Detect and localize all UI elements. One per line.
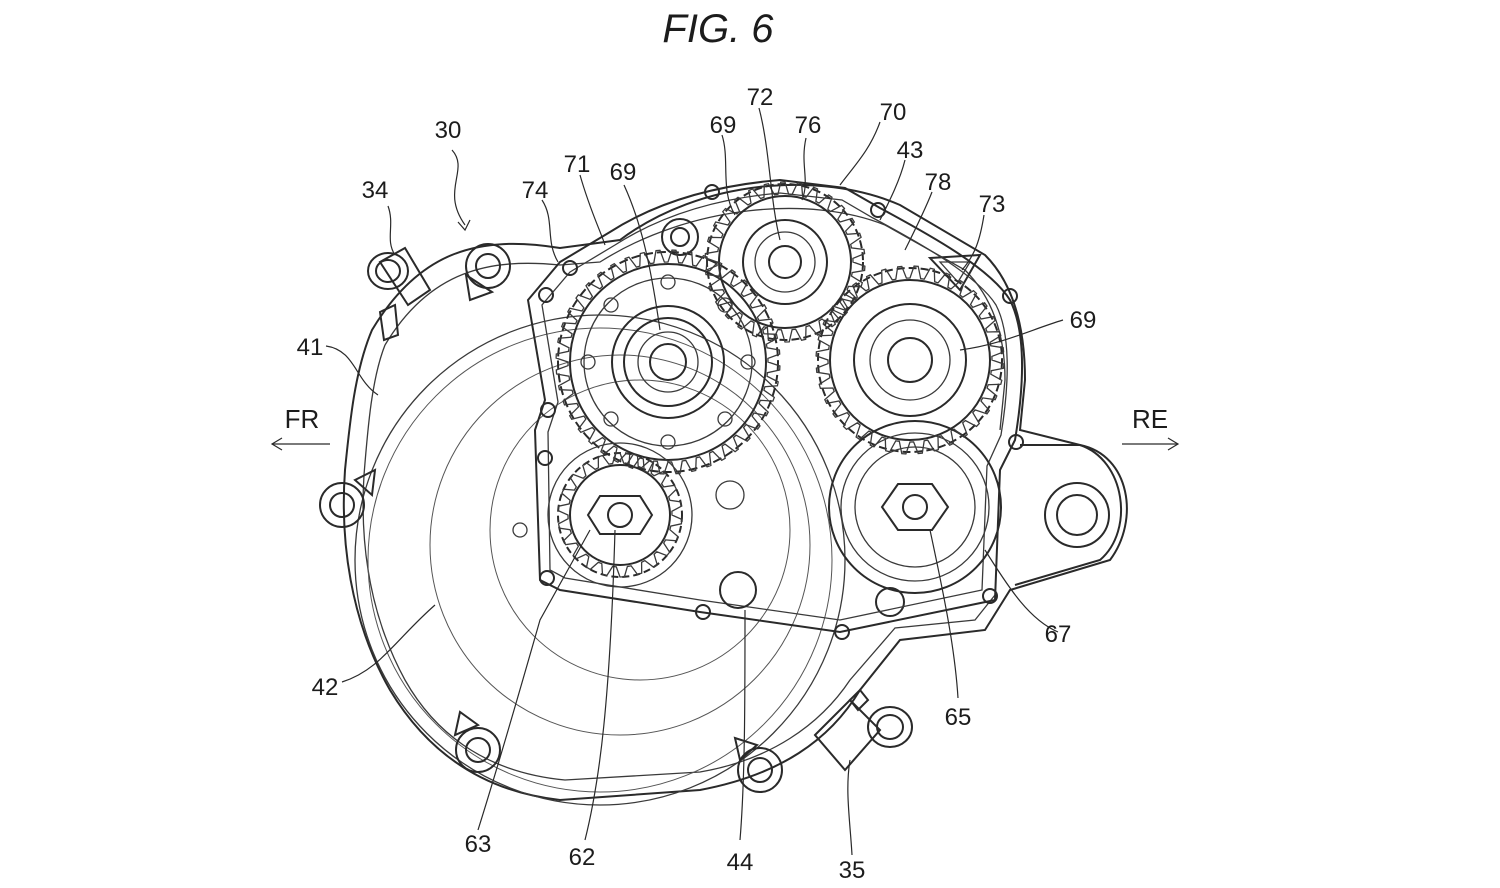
front-direction-label: FR <box>285 404 320 434</box>
gear-71-teeth <box>555 249 781 475</box>
gear-62-lower-left <box>547 442 693 588</box>
rear-direction-label: RE <box>1132 404 1168 434</box>
boss-left <box>319 468 377 528</box>
ref-41: 41 <box>297 334 324 361</box>
ref-78: 78 <box>925 169 952 196</box>
ref-70: 70 <box>880 99 907 126</box>
gear-cover-gasket <box>526 178 1023 634</box>
gasket-bolt-holes <box>537 184 1024 640</box>
gear-72-upper-mid <box>706 183 864 341</box>
cover-ring-3 <box>429 354 811 736</box>
rear-direction-indicator: RE <box>1122 404 1180 451</box>
gear-cover-gasket-inner <box>541 192 1008 621</box>
ref-72: 72 <box>747 84 774 111</box>
ref-69-top: 69 <box>710 112 737 139</box>
pipe-fitting-35 <box>813 688 913 772</box>
ref-76: 76 <box>795 112 822 139</box>
boss-upper-mid <box>661 218 699 256</box>
right-lug <box>1014 444 1122 586</box>
ref-42: 42 <box>312 674 339 701</box>
cover-ring-2 <box>367 327 833 793</box>
ref-30: 30 <box>435 117 462 144</box>
gear-72-teeth <box>704 181 866 343</box>
ref-67: 67 <box>1045 621 1072 648</box>
ref-71: 71 <box>564 151 591 178</box>
ref-69-right: 69 <box>1070 307 1097 334</box>
drive-unit-housing <box>319 183 1128 806</box>
boss-bottom <box>733 736 783 793</box>
front-direction-indicator: FR <box>270 404 330 451</box>
ref-69-left: 69 <box>610 159 637 186</box>
ref-44: 44 <box>727 849 754 876</box>
gear-62-teeth <box>557 452 683 578</box>
leader-lines <box>325 107 1064 856</box>
ref-43: 43 <box>897 137 924 164</box>
gear-71-large-left <box>557 251 779 473</box>
cover-holes <box>512 480 757 609</box>
ref-35: 35 <box>839 857 866 884</box>
ref-73: 73 <box>979 191 1006 218</box>
gear-73-teeth <box>815 265 1005 455</box>
cover-ring-outer <box>354 314 846 806</box>
boss-right-lower <box>875 587 905 617</box>
ref-63: 63 <box>465 831 492 858</box>
housing-outline <box>342 183 1128 802</box>
figure-title: FIG. 6 <box>662 7 774 51</box>
pipe-fitting-34 <box>367 246 432 342</box>
reference-numerals: 30 34 41 42 74 71 69 69 72 76 70 43 78 7… <box>297 84 1097 884</box>
gear-73-right <box>817 267 1003 453</box>
housing-inner-rim <box>362 207 1006 781</box>
ref-65: 65 <box>945 704 972 731</box>
ref-74: 74 <box>522 177 549 204</box>
cover-ring-4 <box>489 379 791 681</box>
ref-62: 62 <box>569 844 596 871</box>
boss-lower-left <box>453 710 501 773</box>
boss-upper-left <box>464 243 511 302</box>
ref-34: 34 <box>362 177 389 204</box>
